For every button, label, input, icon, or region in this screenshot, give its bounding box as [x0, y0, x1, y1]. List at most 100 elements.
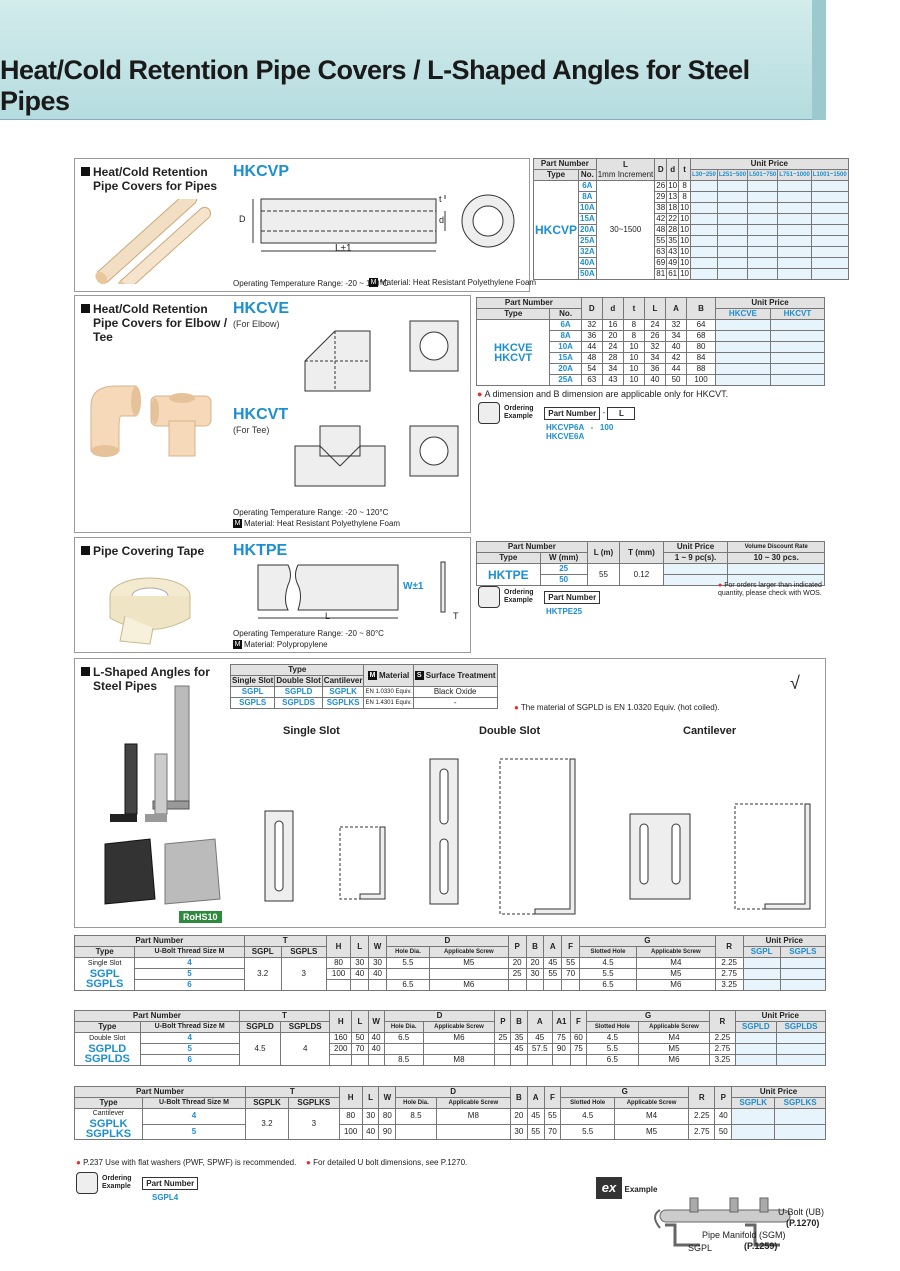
table-cell	[435, 1123, 511, 1140]
hkcve-note: ● A dimension and B dimension are applic…	[477, 389, 729, 399]
table-cell: 40	[361, 1123, 380, 1140]
table-cell: 55	[561, 957, 580, 969]
table-cell: 6A	[549, 319, 582, 331]
table-cell: 6	[134, 979, 245, 991]
table-cell: 34	[664, 330, 688, 342]
sgpl-ordering-example: Ordering Example Part Number	[76, 1172, 199, 1194]
table-cell	[779, 968, 827, 980]
example-ub-page: (P.1270)	[786, 1218, 820, 1228]
table-cell: 29	[654, 191, 668, 203]
table-cell	[777, 191, 812, 203]
table-cell: 35	[666, 235, 680, 247]
table-cell	[810, 224, 849, 236]
table-cell	[561, 979, 580, 991]
table-cell	[774, 1123, 826, 1140]
table-cell	[810, 235, 849, 247]
table-cell: 3.2	[244, 1108, 290, 1140]
tee-sub: (For Tee)	[233, 425, 270, 435]
table-cell	[810, 213, 849, 225]
table-cell: 5.5	[560, 1123, 615, 1140]
table-cell: 2.75	[709, 1043, 736, 1055]
table-cell	[777, 180, 812, 192]
hkcvt-drawing	[294, 425, 459, 487]
table-cell	[383, 1043, 424, 1055]
table-cell: 50	[664, 374, 688, 386]
table-cell	[367, 1054, 385, 1066]
table-cell: 20	[601, 330, 624, 342]
page-title: Heat/Cold Retention Pipe Covers / L-Shap…	[0, 55, 750, 116]
table-cell: 10	[678, 257, 691, 269]
table-cell: 40	[367, 1032, 385, 1044]
table-cell: 50	[351, 1032, 369, 1044]
table-cell: 4.5	[579, 957, 637, 969]
table-cell	[715, 341, 771, 353]
table-cell	[747, 268, 779, 280]
table-cell	[494, 1043, 512, 1055]
table-cell: 5	[134, 968, 245, 980]
table-cell: 40	[714, 1108, 733, 1125]
table-cell: 32	[664, 319, 688, 331]
table-cell: M6	[428, 979, 509, 991]
table-cell	[734, 1043, 778, 1055]
table-cell: 10	[678, 268, 691, 280]
table-cell: 20	[509, 1108, 528, 1125]
table-cell	[569, 1054, 588, 1066]
table-cell: 22	[666, 213, 680, 225]
table-cell: M8	[422, 1054, 496, 1066]
table-cell: 24	[643, 319, 667, 331]
table-cell: 3.25	[714, 979, 744, 991]
table-cell: 25A	[578, 235, 597, 247]
product-code-elbow: HKCVE	[233, 300, 290, 317]
table-cell: 44	[664, 363, 688, 375]
operating-temp: Operating Temperature Range: -20 ~ 120°C	[233, 279, 389, 288]
diagram-title-single: Single Slot	[283, 725, 340, 737]
table-cell	[777, 246, 812, 258]
table-cell: 200	[329, 1043, 353, 1055]
section-title: Heat/Cold Retention Pipe Covers for Elbo…	[81, 302, 233, 344]
table-cell: M5	[635, 968, 716, 980]
table-cell: 32A	[578, 246, 597, 258]
table-cell: 100	[338, 1123, 363, 1140]
hkcve-ord-ex1: HKCVP6A - 100	[546, 423, 614, 432]
elbow-sub: (For Elbow)	[233, 319, 280, 329]
table-cell: 4.5	[238, 1032, 282, 1066]
table-cell	[776, 1043, 826, 1055]
table-cell	[716, 235, 749, 247]
table-cell: 55	[543, 968, 563, 980]
table-cell: 34	[601, 363, 624, 375]
example-ub: U-Bolt (UB)	[778, 1207, 825, 1217]
table-cell: 2.75	[688, 1123, 716, 1140]
sgpl-material-note: ● The material of SGPLD is EN 1.0320 Equ…	[514, 703, 720, 712]
table-cell: 3.25	[709, 1054, 736, 1066]
table-cell: 25A	[549, 374, 582, 386]
table-cell	[779, 957, 827, 969]
table-cell	[747, 180, 779, 192]
table-cell	[351, 1054, 369, 1066]
table-cell: 84	[686, 352, 716, 364]
table-cell: 3	[288, 1108, 340, 1140]
table-cell: 2.25	[688, 1108, 716, 1125]
table-cell: 6.5	[385, 979, 430, 991]
table-cell: 70	[351, 1043, 369, 1055]
table-cell: 18	[666, 202, 680, 214]
table-cell: 50	[714, 1123, 733, 1140]
table-cell: M4	[613, 1108, 690, 1125]
table-cell: 3.2	[243, 957, 282, 991]
table-cell: 34	[643, 352, 667, 364]
table-cell	[494, 1054, 512, 1066]
table-cell: 45	[526, 1032, 553, 1044]
table-cell	[716, 202, 749, 214]
table-cell: 42	[664, 352, 688, 364]
